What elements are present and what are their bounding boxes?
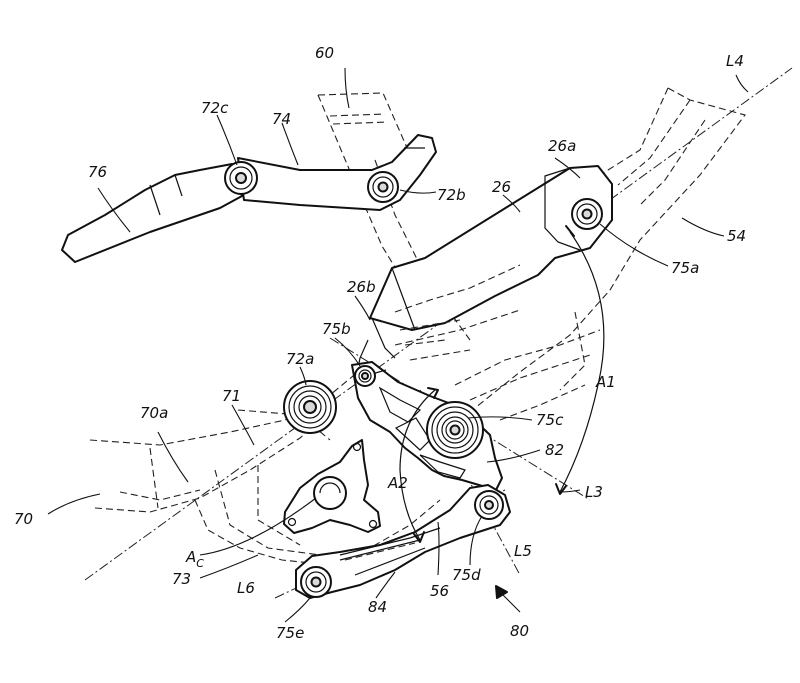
label-56: 56 — [430, 582, 449, 600]
label-A2: A2 — [387, 474, 408, 492]
label-75d: 75d — [452, 566, 481, 584]
label-L4: L4 — [726, 52, 744, 70]
label-L3: L3 — [585, 483, 603, 501]
label-26: 26 — [492, 178, 511, 196]
link-body-74 — [237, 134, 437, 211]
label-26b: 26b — [347, 278, 376, 296]
label-72b: 72b — [437, 186, 466, 204]
label-60: 60 — [315, 44, 334, 62]
arc-A1 — [559, 231, 605, 493]
label-75e: 75e — [276, 624, 304, 642]
label-75c: 75c — [536, 411, 564, 429]
idler-pulley-72a — [283, 380, 337, 434]
pivot-75b — [354, 365, 376, 387]
label-84: 84 — [368, 598, 387, 616]
pivot-75a — [571, 198, 603, 230]
label-70a: 70a — [140, 404, 168, 422]
label-74: 74 — [272, 110, 291, 128]
label-75a: 75a — [671, 259, 699, 277]
line-L5 — [419, 389, 521, 576]
pivot-72c — [224, 161, 258, 195]
crank-axle-Ac — [313, 476, 347, 510]
arc-A2 — [399, 389, 436, 541]
label-54: 54 — [727, 227, 746, 245]
pivot-72b — [367, 171, 399, 203]
label-26a: 26a — [548, 137, 576, 155]
reference-numerals: 60 72c 74 76 72b 26a 26 L4 54 75a 26b 75… — [14, 44, 746, 642]
crank-spider — [283, 439, 381, 534]
label-73: 73 — [172, 570, 191, 588]
label-70: 70 — [14, 510, 33, 528]
label-71: 71 — [222, 387, 241, 405]
label-L6: L6 — [237, 579, 255, 597]
pivot-75c — [426, 401, 484, 459]
pivot-75e — [300, 566, 332, 598]
chain-56 — [339, 527, 441, 556]
label-A1: A1 — [595, 373, 616, 391]
leader-lines — [47, 67, 749, 623]
label-80: 80 — [510, 622, 529, 640]
label-82: 82 — [545, 441, 564, 459]
label-Ac: AC — [185, 548, 204, 570]
label-72c: 72c — [201, 99, 229, 117]
angle-arcs — [399, 225, 605, 543]
extension-76 — [61, 163, 243, 263]
pivot-75d — [474, 490, 504, 520]
label-75b: 75b — [322, 320, 351, 338]
label-72a: 72a — [286, 350, 314, 368]
label-76: 76 — [88, 163, 107, 181]
label-L5: L5 — [514, 542, 532, 560]
shock-body-26 — [369, 165, 613, 331]
